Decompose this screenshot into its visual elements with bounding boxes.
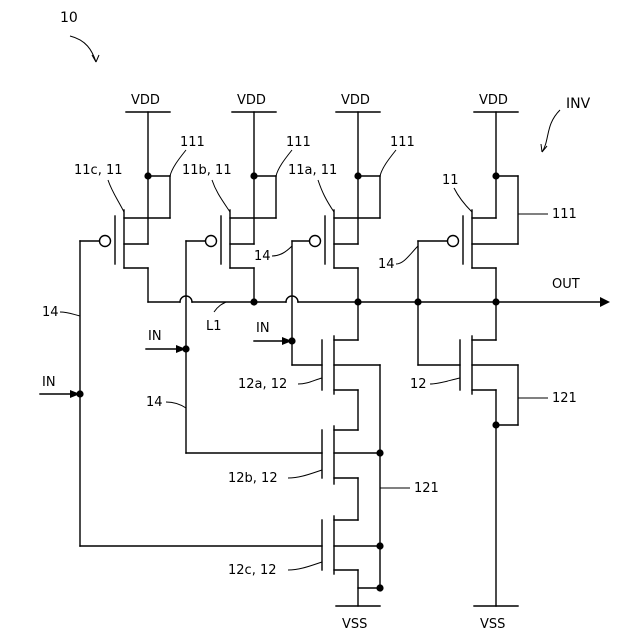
pmos-11c-label: 11c, 11 [74,163,123,178]
vdd-label: VDD [479,93,508,108]
wire-14-label: 14 [254,249,271,264]
nmos-bias-label: 121 [414,481,439,496]
figure-ref: 10 [60,10,78,26]
labels: 10 INV VDD VDD VDD VDD 111 111 111 111 1… [42,10,591,632]
pmos-11a [310,176,381,302]
vdd-label: VDD [131,93,160,108]
nmos-12b-label: 12b, 12 [228,471,278,486]
wire-14-label: 14 [378,257,395,272]
vss-label: VSS [480,617,505,632]
pmos-11c [100,176,171,302]
pmos-11b [206,176,277,302]
nmos-12a-label: 12a, 12 [238,377,287,392]
nmos-12c-label: 12c, 12 [228,563,277,578]
pmos-bias-label: 111 [180,135,205,150]
in-label: IN [42,375,56,390]
pmos-11b-label: 11b, 11 [182,163,232,178]
wire-14-label: 14 [146,395,163,410]
pmos-bias-label: 111 [286,135,311,150]
in-label: IN [148,329,162,344]
gate-lines [80,241,460,546]
pmos-bias-label: 111 [390,135,415,150]
l1-label: L1 [206,319,222,334]
nmos-inv [460,302,518,606]
pmos-inv-label: 11 [442,173,459,188]
vdd-label: VDD [341,93,370,108]
leader-lines [60,36,560,570]
vss-label: VSS [342,617,367,632]
out-label: OUT [552,277,580,292]
inv-label: INV [566,96,591,112]
nmos-bias-label: 121 [552,391,577,406]
pmos-bias-label: 111 [552,207,577,222]
junction-dots [76,172,499,591]
line-l1 [148,296,610,307]
nmos-stack [322,302,380,606]
pmos-11a-label: 11a, 11 [288,163,337,178]
wire-14-label: 14 [42,305,59,320]
nmos-inv-label: 12 [410,377,427,392]
in-label: IN [256,321,270,336]
vdd-label: VDD [237,93,266,108]
